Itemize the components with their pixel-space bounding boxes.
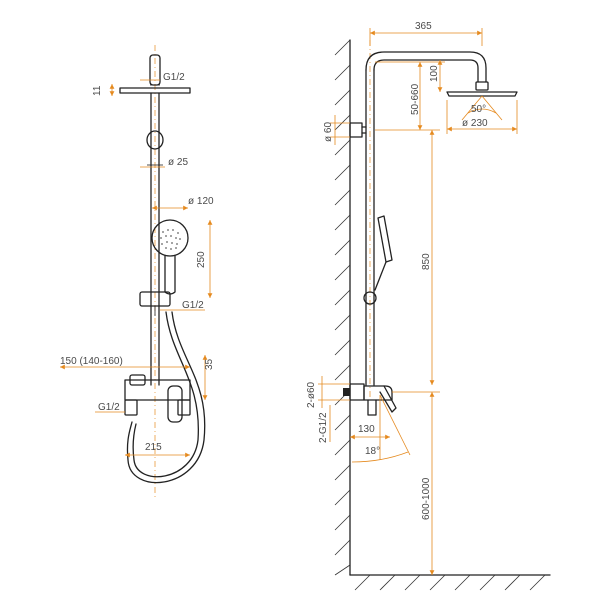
side-rain-head: [446, 91, 518, 97]
side-dim-230: ø 230: [446, 100, 518, 134]
svg-text:ø 120: ø 120: [188, 196, 214, 207]
svg-text:130: 130: [358, 424, 375, 435]
svg-text:G1/2: G1/2: [98, 402, 120, 413]
front-hose: [126, 311, 206, 484]
front-dim-g12-top: G1/2: [140, 72, 185, 83]
front-hand-shower-head: [151, 219, 189, 257]
front-hand-handle: [164, 255, 176, 295]
svg-text:100: 100: [429, 65, 440, 82]
svg-text:18°: 18°: [365, 446, 380, 457]
svg-text:2-G1/2: 2-G1/2: [318, 412, 329, 443]
side-hand-shower: [377, 215, 393, 263]
svg-text:ø 60: ø 60: [323, 122, 334, 142]
svg-text:250: 250: [196, 251, 207, 268]
side-dim-365: 365: [369, 21, 483, 46]
svg-text:ø 25: ø 25: [168, 157, 188, 168]
side-dim-130: 130: [350, 424, 390, 440]
front-mixer-handle: [167, 385, 183, 423]
svg-text:600-1000: 600-1000: [421, 477, 432, 520]
front-inlet-right: [177, 399, 191, 416]
svg-text:50-660: 50-660: [410, 83, 421, 115]
side-dim-flange: 2-ø60: [306, 376, 350, 408]
svg-text:50°: 50°: [471, 104, 486, 115]
floor-hatch: [354, 574, 546, 591]
side-mixer-handle: [379, 385, 397, 413]
front-dim-inlet-thread: G1/2: [95, 402, 125, 413]
side-dim-floor: 600-1000: [392, 391, 440, 575]
side-spout: [367, 399, 377, 416]
side-dim-tilt: 50°: [461, 95, 503, 121]
front-dim-35: 35: [202, 355, 215, 400]
svg-text:35: 35: [204, 358, 215, 370]
svg-text:G1/2: G1/2: [163, 72, 185, 83]
svg-text:850: 850: [421, 253, 432, 270]
side-dim-angle: 18°: [351, 394, 411, 463]
front-view: G1/2 11 ø 25 ø 120 250 G1/2 150 (140-160…: [60, 45, 215, 500]
svg-text:365: 365: [415, 21, 432, 32]
front-inlet-left: [124, 399, 138, 416]
side-wall-flange: [349, 383, 365, 401]
side-dim-850: 850: [375, 129, 440, 385]
front-dim-hand-len: 250: [196, 220, 213, 298]
side-slider: [363, 291, 377, 305]
side-dim-inlets: 2-G1/2: [318, 405, 331, 443]
front-dim-pipe: ø 25: [140, 157, 188, 168]
svg-text:150 (140-160): 150 (140-160): [60, 356, 123, 367]
side-wall-bracket: [349, 122, 363, 138]
svg-text:2-ø60: 2-ø60: [306, 381, 317, 408]
svg-text:ø 230: ø 230: [462, 118, 488, 129]
front-dim-hand-dia: ø 120: [152, 196, 214, 211]
svg-text:11: 11: [92, 85, 103, 96]
wall-hatch: [334, 39, 351, 576]
side-dim-50-660: 50-660: [375, 61, 445, 130]
front-dim-215: 215: [125, 442, 190, 458]
front-dim-hand-thread: G1/2: [160, 300, 205, 311]
front-dim-mixer-depth: 150 (140-160): [60, 356, 190, 370]
svg-text:G1/2: G1/2: [182, 300, 204, 311]
front-bracket: [146, 130, 164, 150]
side-dim-100: 100: [429, 60, 443, 92]
side-dim-bracket: ø 60: [323, 115, 350, 145]
front-hand-shower-dots: [160, 229, 181, 250]
side-mixer-body: [363, 385, 393, 401]
svg-text:215: 215: [145, 442, 162, 453]
side-view: 365 100 50-660 50° ø 230 ø 60: [306, 21, 551, 591]
side-arm: [365, 51, 487, 83]
front-mixer-body: [124, 379, 191, 401]
front-dim-11: 11: [92, 84, 115, 96]
